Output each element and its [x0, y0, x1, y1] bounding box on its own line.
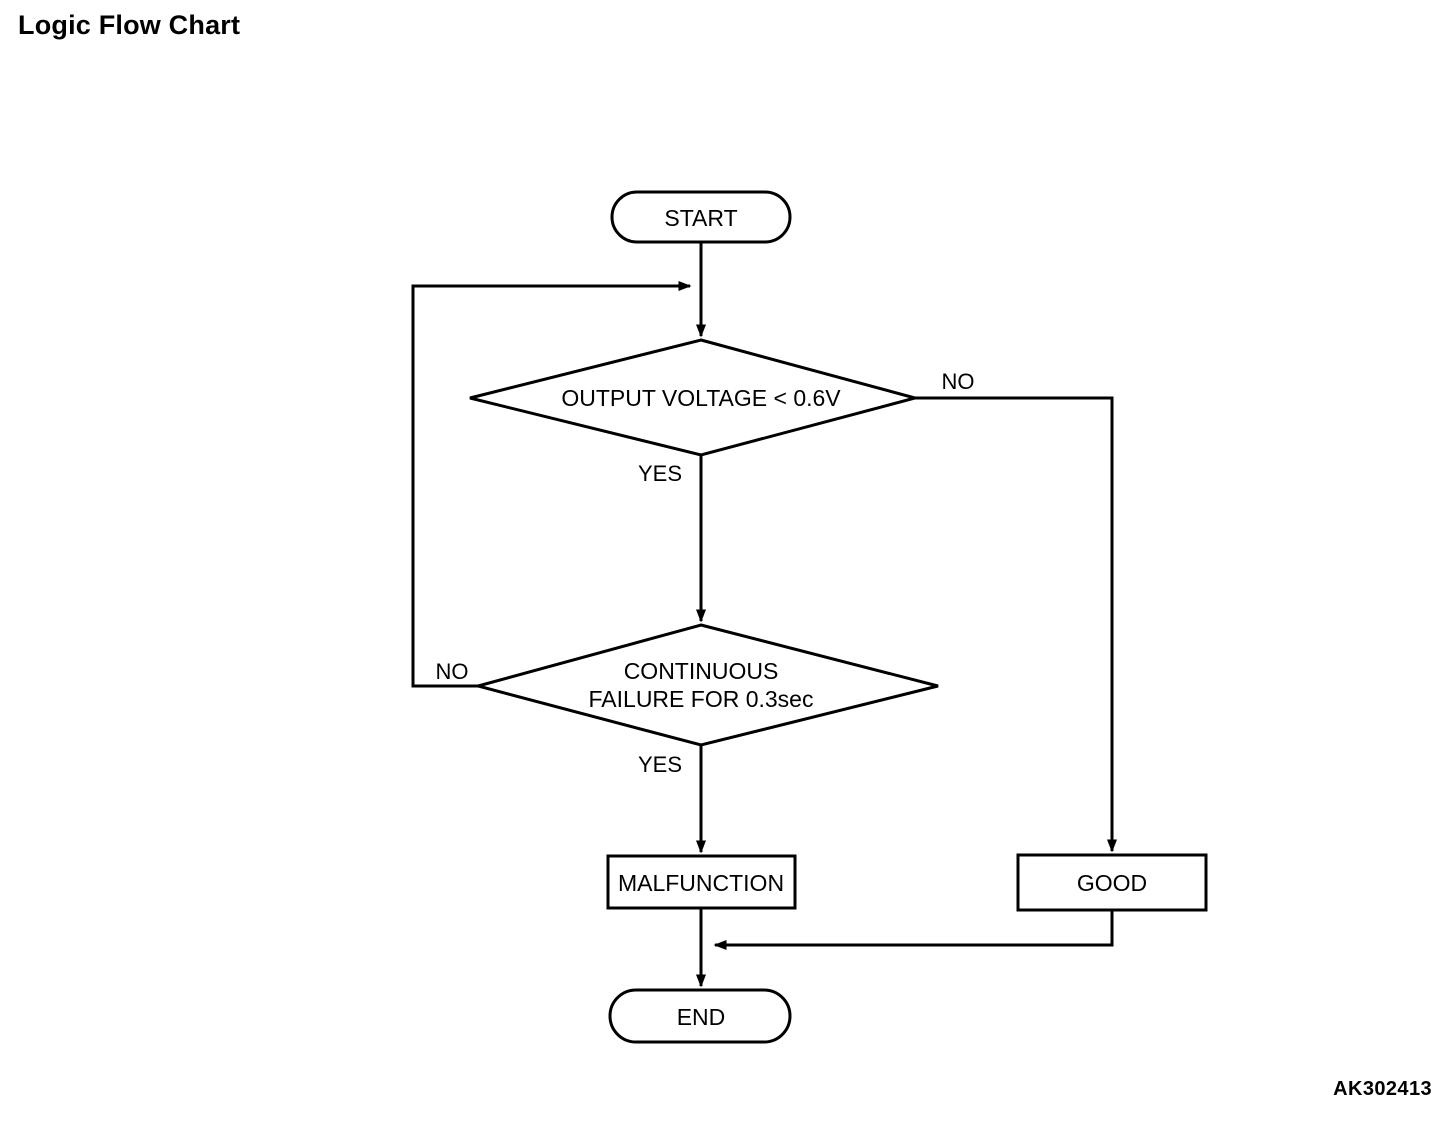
node-decision-continuous-failure[interactable]: CONTINUOUS FAILURE FOR 0.3sec — [472, 623, 939, 747]
branch-label-no-continuous: NO — [436, 659, 469, 684]
end-label: END — [677, 1004, 726, 1030]
node-malfunction[interactable]: MALFUNCTION — [606, 854, 797, 910]
branch-label-no-voltage: NO — [942, 369, 975, 394]
node-good[interactable]: GOOD — [1016, 853, 1208, 912]
branch-label-yes-voltage: YES — [638, 461, 682, 486]
edge-good-to-merge — [713, 910, 1114, 950]
end-shape — [608, 988, 792, 1044]
decision-continuous-label-line2: FAILURE FOR 0.3sec — [589, 686, 814, 712]
branch-label-yes-continuous: YES — [638, 752, 682, 777]
malfunction-label: MALFUNCTION — [618, 870, 784, 896]
decision-continuous-shape — [472, 623, 939, 747]
start-label: START — [664, 205, 737, 231]
good-shape — [1016, 853, 1208, 912]
decision-voltage-label: OUTPUT VOLTAGE < 0.6V — [561, 385, 841, 411]
figure-id-code: AK302413 — [1333, 1078, 1432, 1100]
node-end[interactable]: END — [608, 988, 792, 1044]
decision-continuous-label-line1: CONTINUOUS — [624, 658, 779, 684]
edge-continuous-no-loopback — [411, 281, 692, 688]
edge-voltage-no-to-good — [915, 396, 1117, 853]
start-shape — [610, 190, 792, 244]
node-decision-output-voltage[interactable]: OUTPUT VOLTAGE < 0.6V — [469, 338, 921, 457]
malfunction-shape — [606, 854, 797, 910]
good-label: GOOD — [1077, 870, 1147, 896]
node-start[interactable]: START — [610, 190, 792, 244]
decision-voltage-shape — [469, 338, 921, 457]
page-title: Logic Flow Chart — [18, 10, 241, 40]
